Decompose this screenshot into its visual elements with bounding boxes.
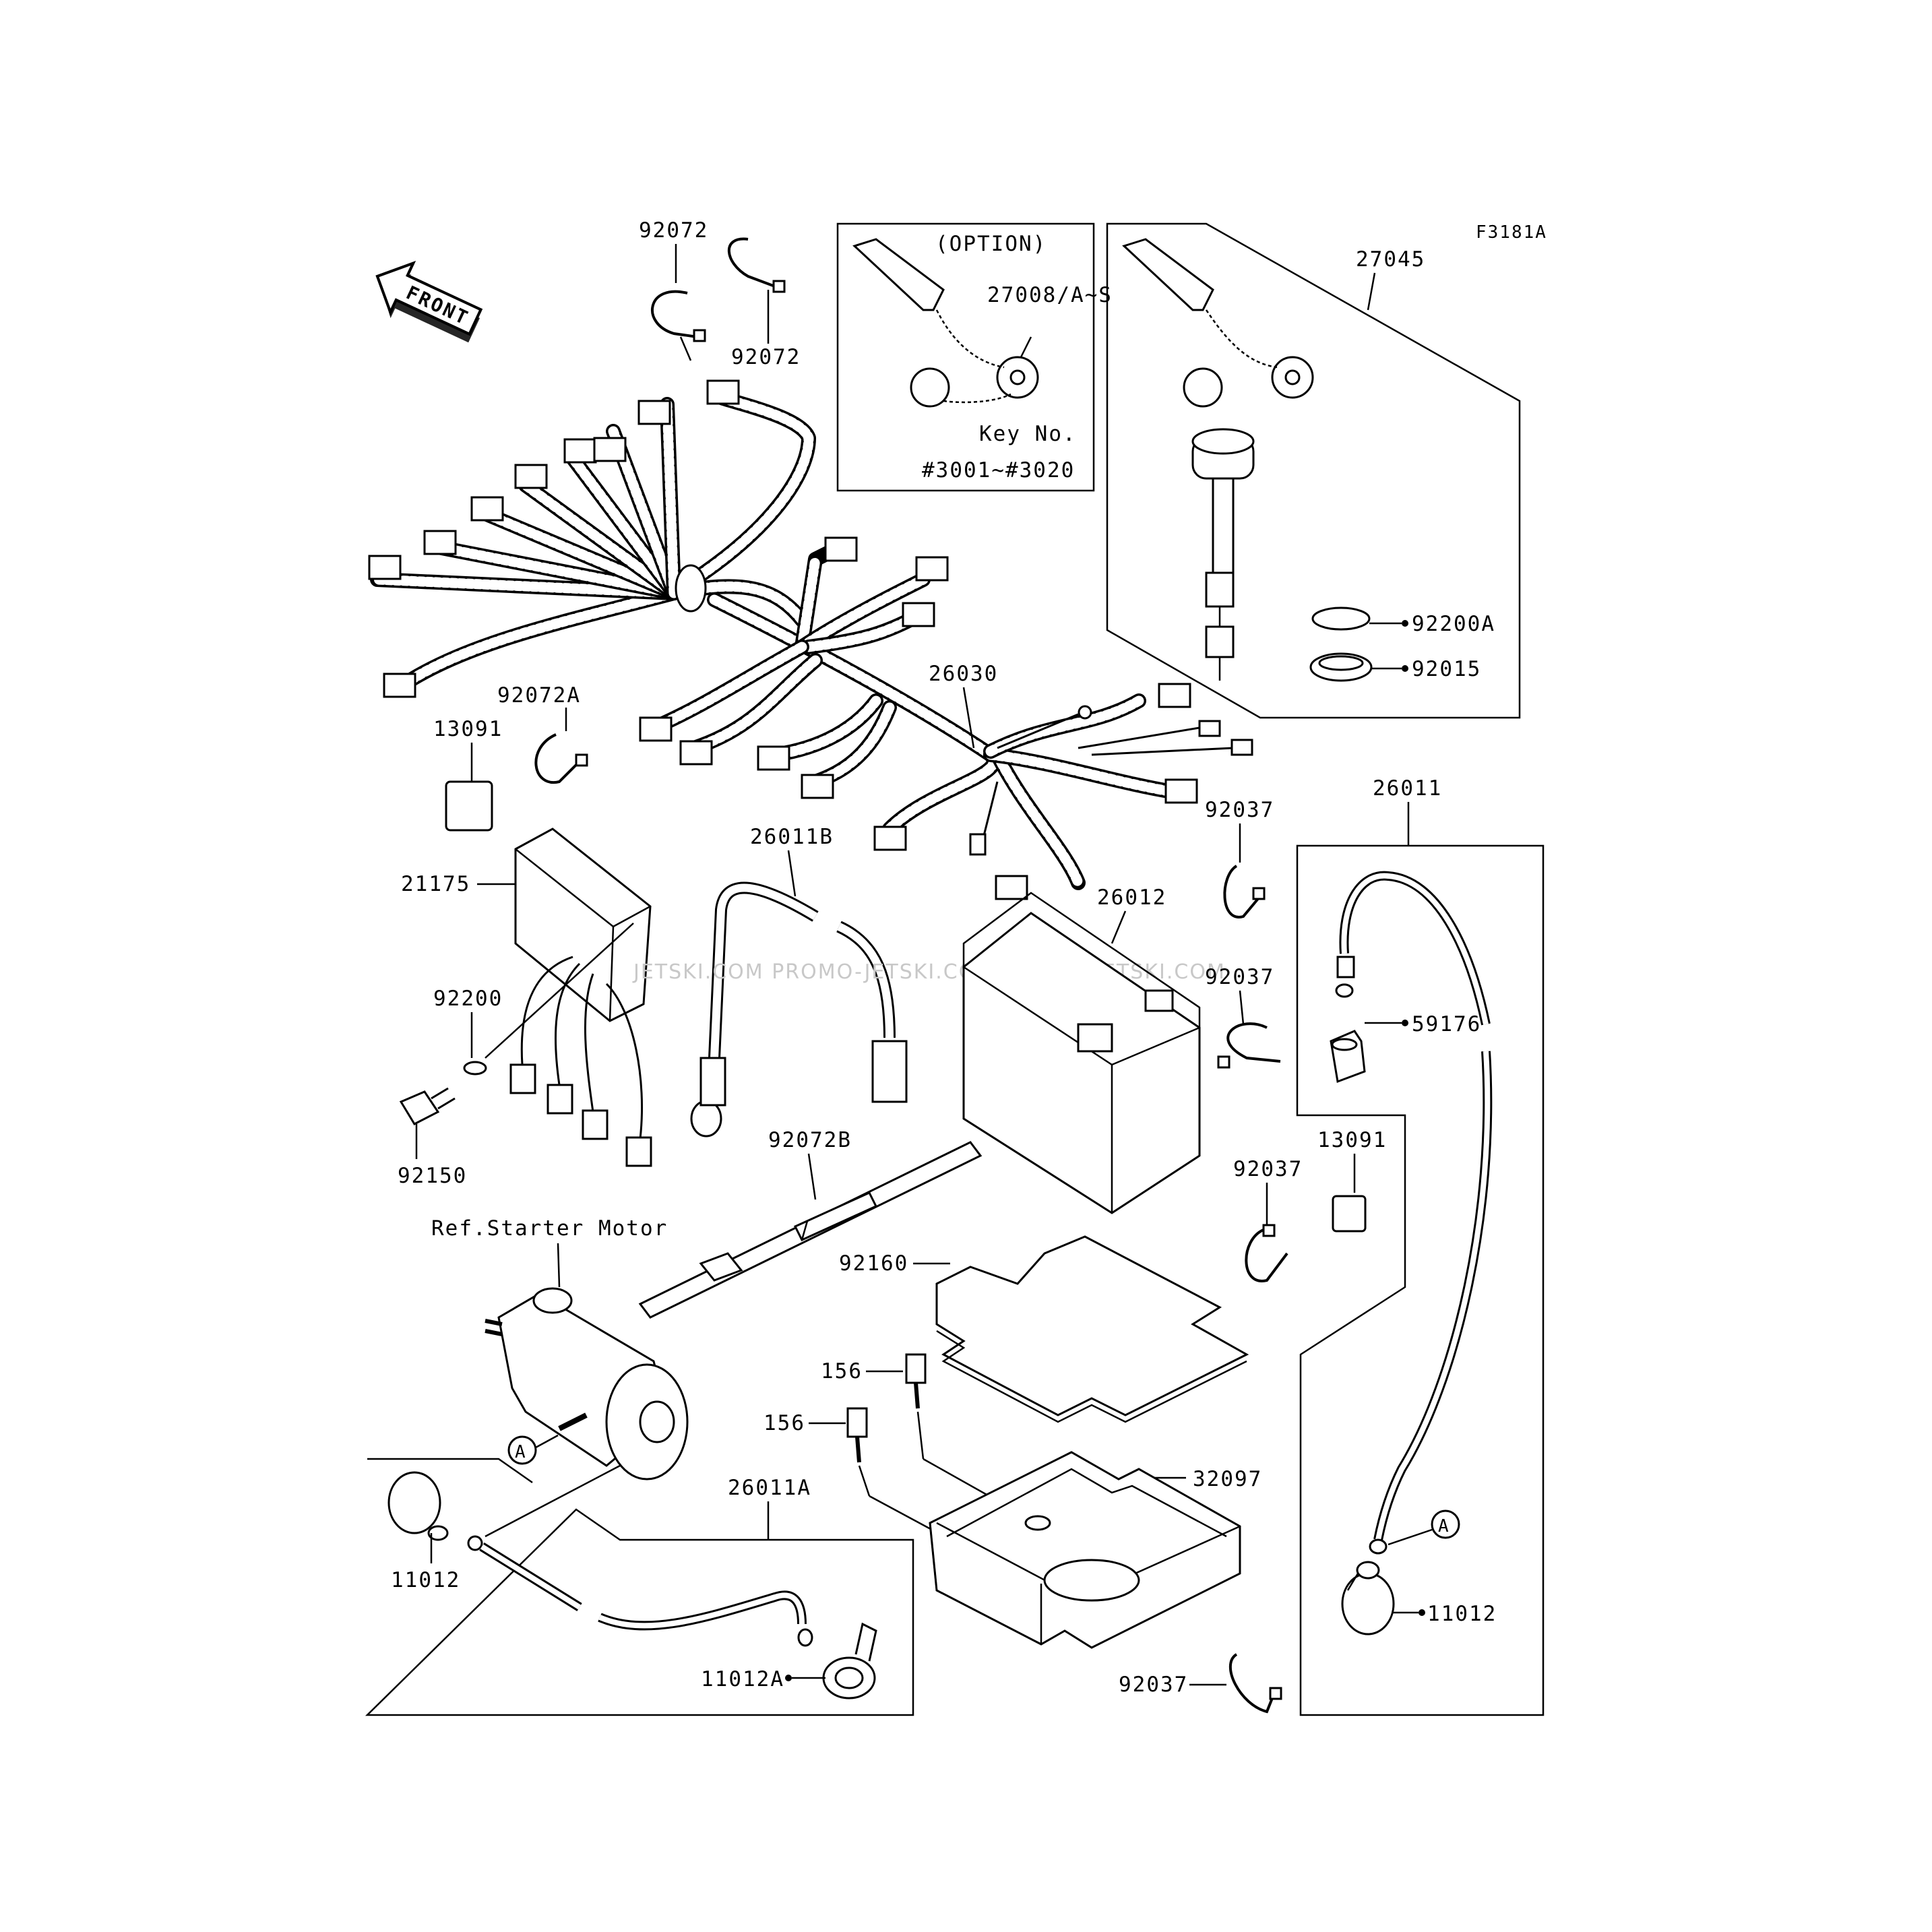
diagram-code: F3181A: [1476, 222, 1547, 243]
terminal-boot-icon: [387, 1471, 449, 1541]
bolt-icon: [399, 1087, 456, 1125]
label-26011A: 26011A: [728, 1476, 811, 1500]
front-arrow-icon: FRONT: [375, 261, 483, 343]
ignition-box-outline: [1106, 222, 1521, 719]
label-27045: 27045: [1356, 247, 1425, 272]
cable-clamp-icon: [1226, 1022, 1281, 1063]
label-92072B: 92072B: [768, 1128, 852, 1152]
label-156-lower: 156: [764, 1411, 805, 1435]
starter-cable-box: [365, 1458, 914, 1716]
ignition-switch-icon: [1122, 238, 1314, 681]
label-92072-top: 92072: [639, 218, 708, 243]
positive-cable-icon: [1335, 871, 1493, 1555]
battery-icon: [962, 892, 1201, 1214]
terminal-cover-icon: [1330, 1030, 1366, 1084]
cable-clamp-icon: [651, 290, 698, 338]
cable-clamp-icon: [534, 733, 581, 784]
label-92200A: 92200A: [1412, 612, 1495, 636]
label-59176: 59176: [1412, 1012, 1481, 1036]
fuse-cap-icon: [445, 780, 493, 832]
reference-a-marker: A: [507, 1435, 537, 1465]
key-no-label: Key No.: [979, 422, 1077, 446]
label-92037-4: 92037: [1119, 1673, 1188, 1697]
washer-icon: [463, 1061, 487, 1076]
harness-connector-icons: [368, 379, 1253, 900]
rubber-pad-icon: [935, 1235, 1249, 1423]
label-11012A: 11012A: [701, 1667, 784, 1691]
cable-clamp-icon: [1223, 865, 1261, 918]
label-13091-right: 13091: [1317, 1128, 1387, 1152]
label-11012-right: 11012: [1427, 1602, 1497, 1626]
label-26011: 26011: [1373, 776, 1442, 801]
label-92150: 92150: [398, 1164, 467, 1188]
label-26030: 26030: [929, 662, 998, 686]
bolt-icon: [846, 1407, 868, 1463]
cable-clamp-icon: [727, 237, 776, 288]
option-key-float-icon: [852, 238, 1039, 408]
battery-tray-icon: [929, 1451, 1241, 1649]
cable-clamp-icon: [1228, 1653, 1275, 1714]
starter-cable-icon: [467, 1535, 813, 1647]
regulator-unit-icon: [509, 828, 652, 1167]
option-box: [836, 222, 1095, 492]
starter-motor-icon: [485, 1287, 689, 1481]
label-92037-1: 92037: [1205, 798, 1274, 822]
battery-cable-box: [1296, 844, 1545, 1716]
battery-cable-icon: [690, 881, 908, 1138]
label-13091-left: 13091: [433, 717, 503, 741]
label-21175: 21175: [401, 872, 470, 896]
label-156-upper: 156: [821, 1359, 863, 1383]
label-32097: 32097: [1193, 1467, 1262, 1491]
label-92015: 92015: [1412, 657, 1481, 681]
cable-clamp-icon: [1245, 1228, 1288, 1282]
battery-strap-icon: [638, 1141, 983, 1319]
label-92200: 92200: [433, 987, 503, 1011]
fuse-cap-icon: [1332, 1195, 1367, 1233]
label-26011B: 26011B: [750, 825, 834, 849]
svg-text:A: A: [1438, 1516, 1449, 1536]
terminal-boot-icon: [1341, 1561, 1395, 1635]
option-part-label: 27008/A~S: [987, 283, 1113, 307]
main-wiring-harness: [370, 390, 1234, 890]
label-92072A: 92072A: [497, 683, 581, 708]
reference-a-marker: A: [1431, 1509, 1460, 1539]
terminal-boot-icon: [822, 1622, 877, 1700]
label-92072-top-2: 92072: [731, 345, 801, 369]
bolt-icon: [905, 1353, 927, 1409]
ref-starter-motor-label: Ref.Starter Motor: [431, 1216, 668, 1241]
label-92160: 92160: [839, 1251, 908, 1276]
option-title: (OPTION): [935, 232, 1047, 256]
label-26012: 26012: [1097, 885, 1166, 910]
label-92037-3: 92037: [1233, 1157, 1303, 1181]
label-11012-left: 11012: [391, 1568, 460, 1592]
key-range-label: #3001~#3020: [922, 458, 1075, 482]
svg-text:A: A: [515, 1442, 526, 1462]
label-92037-2: 92037: [1205, 965, 1274, 989]
